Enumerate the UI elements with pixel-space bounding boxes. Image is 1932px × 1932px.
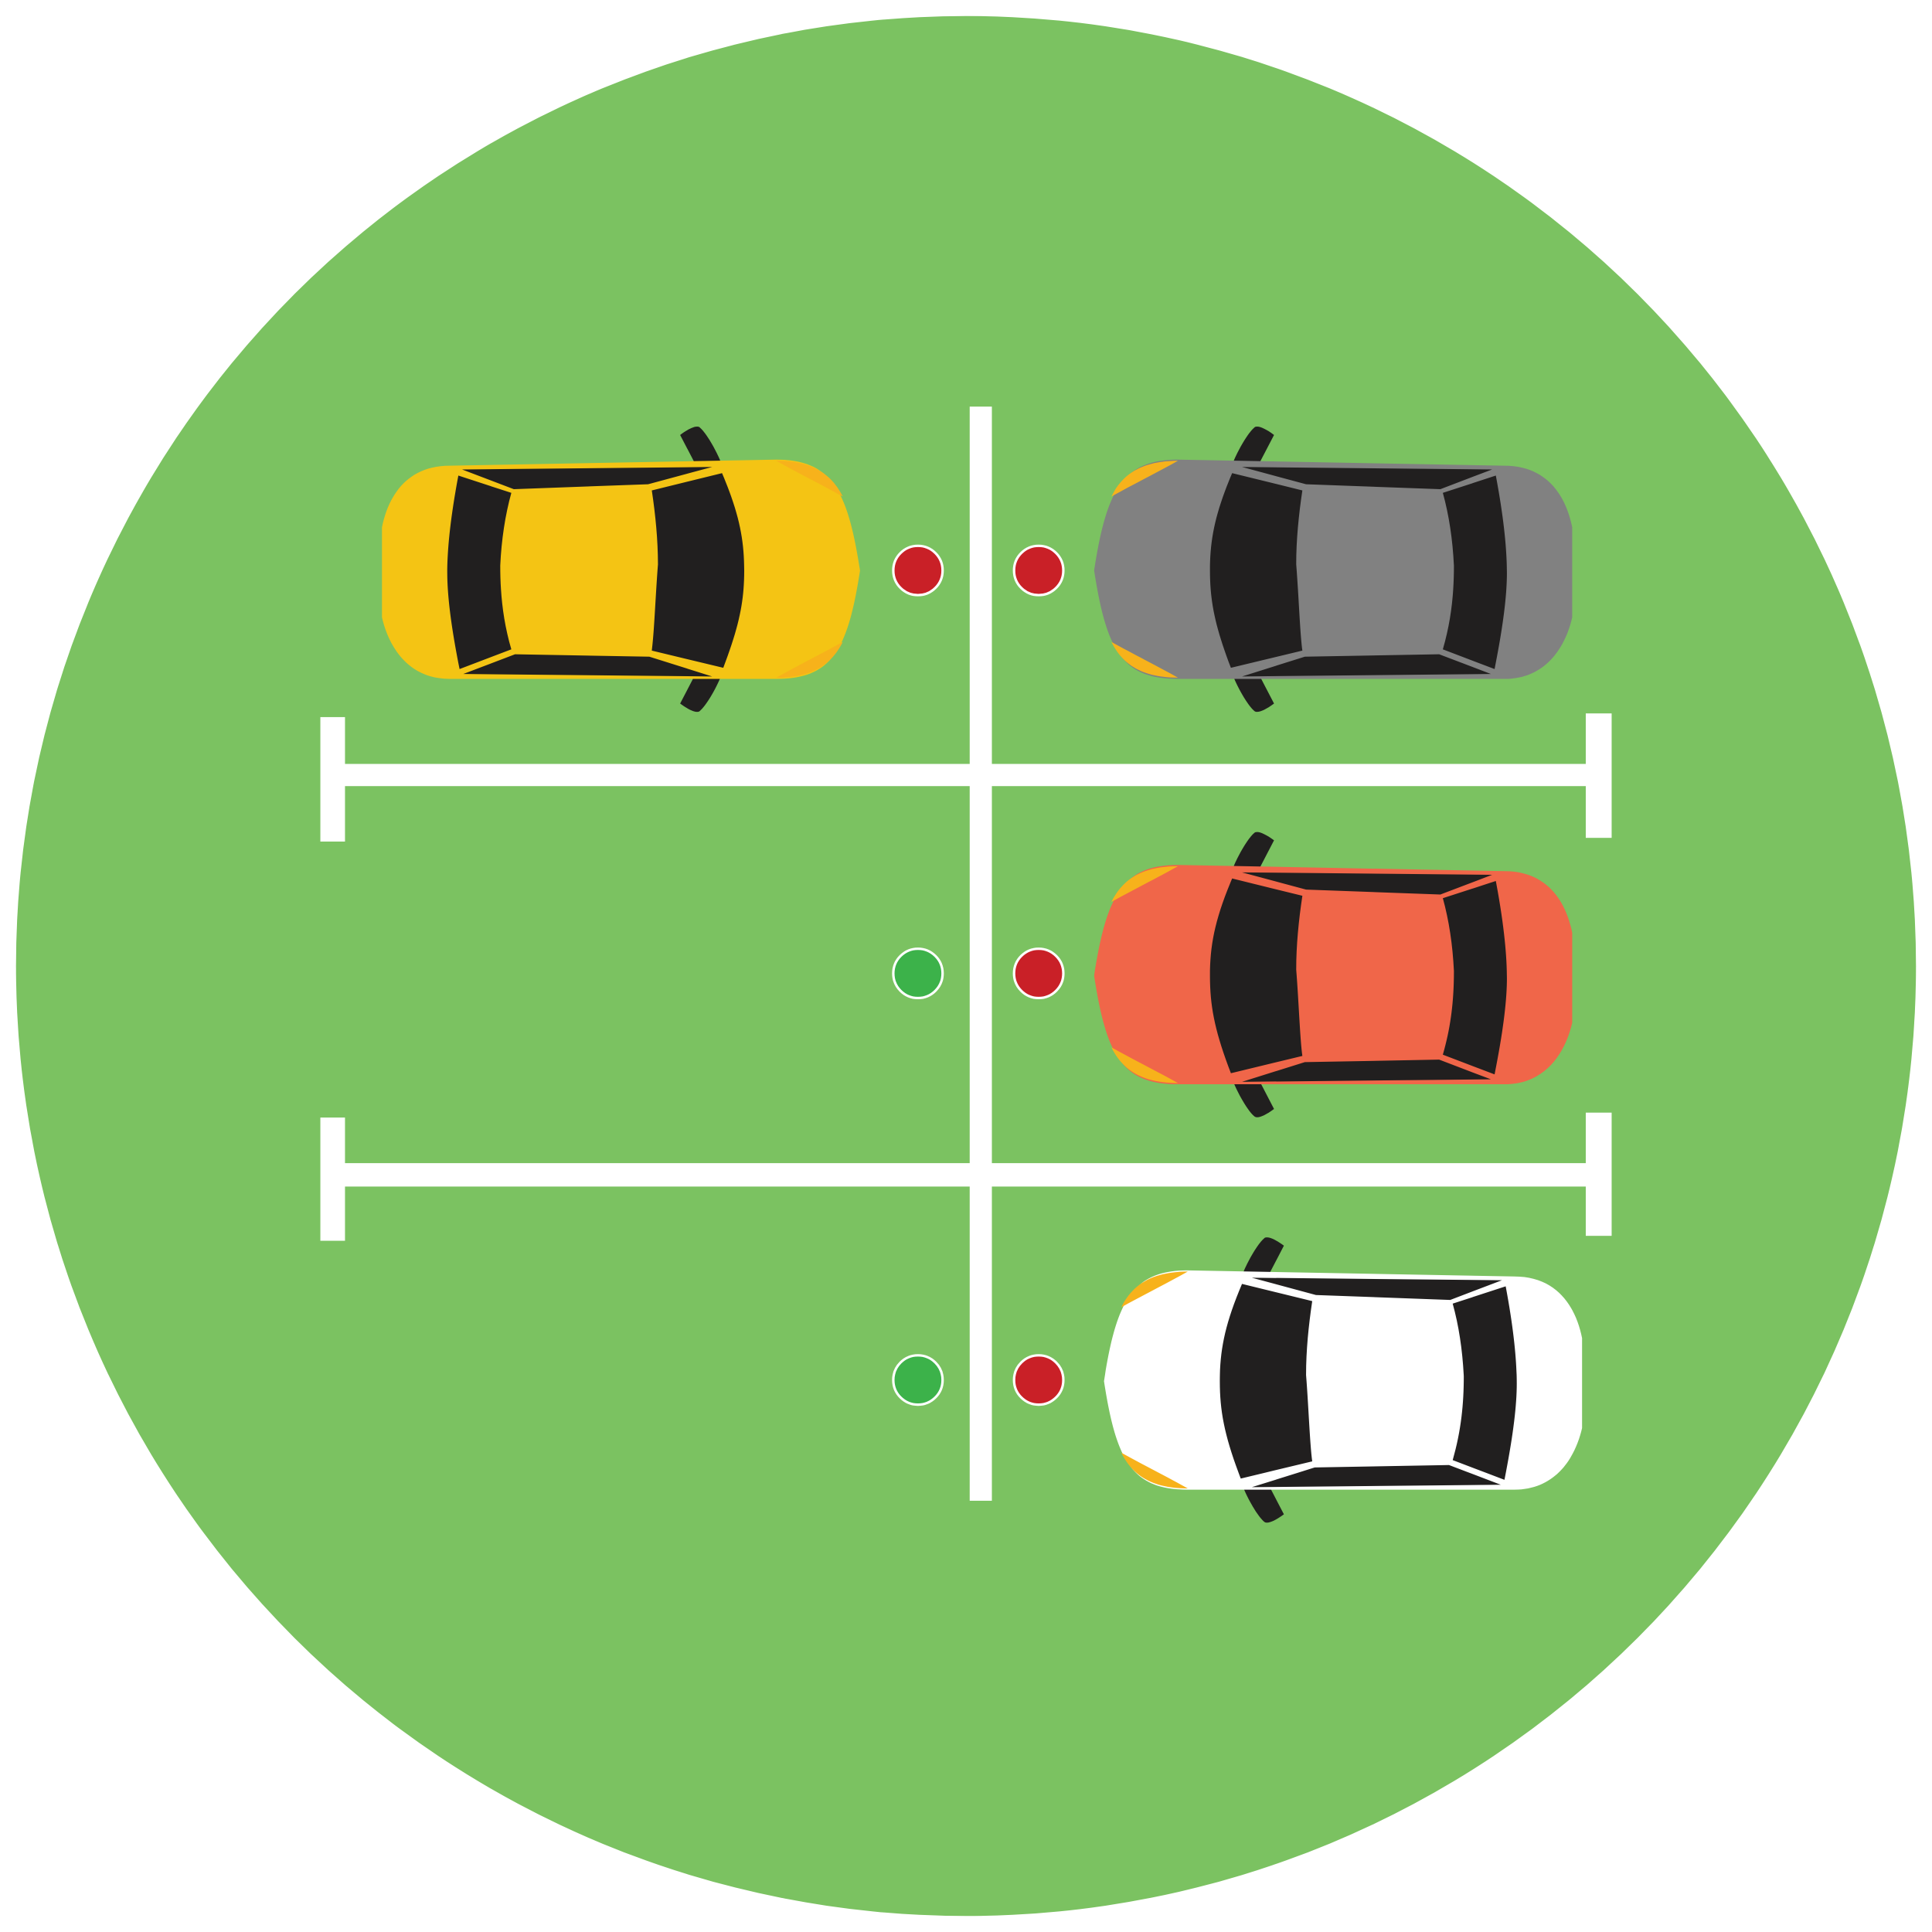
spot-indicators [892, 544, 1065, 1406]
lane-markings [320, 406, 1612, 1501]
row-divider-cap-top-left [320, 716, 345, 842]
indicator-free-middle-left [892, 947, 944, 1000]
car-white [1104, 1237, 1583, 1523]
indicator-free-bottom-left [892, 1354, 944, 1406]
car-yellow [382, 427, 860, 713]
indicator-occupied-top-right [1012, 544, 1065, 597]
lot-circle-background [15, 15, 1917, 1917]
car-orange [1094, 832, 1573, 1117]
row-divider-cap-bottom-right [1585, 1112, 1612, 1236]
row-divider-line-top [332, 764, 1602, 787]
center-divider-line [969, 406, 992, 1501]
indicator-occupied-top-left [892, 544, 944, 597]
car-gray [1094, 427, 1573, 713]
row-divider-cap-bottom-left [320, 1117, 345, 1241]
row-divider-cap-top-right [1585, 713, 1612, 838]
indicator-occupied-middle-right [1012, 947, 1065, 1000]
row-divider-line-bottom [332, 1163, 1602, 1187]
indicator-occupied-bottom-right [1012, 1354, 1065, 1406]
